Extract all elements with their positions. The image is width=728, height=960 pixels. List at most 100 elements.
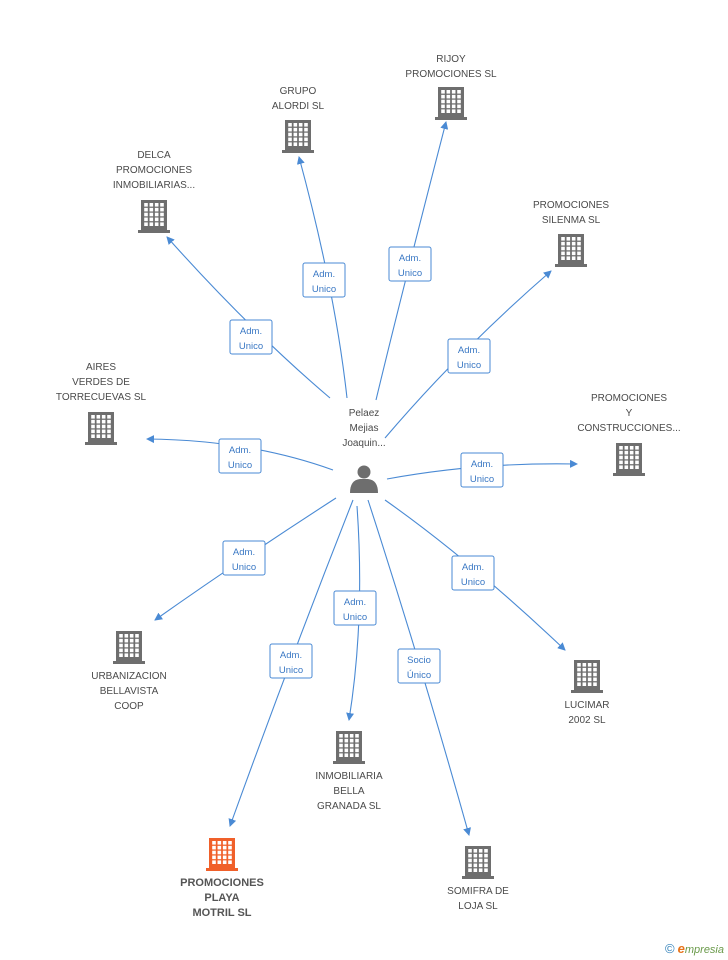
company-node-aires[interactable]: AIRES VERDES DE TORRECUEVAS SL — [56, 362, 147, 445]
relation-text: Adm. — [313, 269, 335, 280]
company-node-construcciones[interactable]: PROMOCIONES Y CONSTRUCCIONES... — [577, 393, 681, 476]
company-label-line: VERDES DE — [72, 377, 130, 388]
relation-label-lucimar[interactable]: Adm. Unico — [451, 555, 495, 591]
copyright-symbol: © — [665, 941, 675, 956]
company-label-line: PROMOCIONES — [591, 393, 667, 404]
company-node-somifra[interactable]: SOMIFRA DE LOJA SL — [447, 846, 509, 912]
company-label-line: INMOBILIARIA — [315, 771, 383, 782]
company-label-line: MOTRIL SL — [192, 907, 251, 919]
company-label-line: COOP — [114, 701, 144, 712]
building-icon[interactable] — [138, 200, 170, 233]
relation-label-playamotril[interactable]: Adm.Unico — [269, 643, 313, 679]
edge-delca: Adm. Unico — [166, 236, 331, 399]
company-label-line: DELCA — [137, 150, 171, 161]
edge-urbanizacion: Adm. Unico — [154, 497, 337, 621]
company-label-line: GRANADA SL — [317, 801, 381, 812]
company-label-line: INMOBILIARIAS... — [113, 180, 195, 191]
relation-label-aires[interactable]: Adm. Unico — [218, 438, 262, 474]
person-label-line: Mejias — [350, 423, 379, 434]
company-label-line: PROMOCIONES — [180, 877, 264, 889]
brand-logo: empresia — [678, 941, 724, 956]
building-icon[interactable] — [282, 120, 314, 153]
edge-alordi: Adm. Unico — [296, 156, 348, 399]
building-icon[interactable] — [85, 412, 117, 445]
relation-text: Unico — [279, 665, 303, 676]
relation-text: Unico — [312, 284, 336, 295]
company-label-line: 2002 SL — [568, 715, 606, 726]
edge-rijoy: Adm. Unico — [375, 121, 449, 401]
relation-label-rijoy[interactable]: Adm. Unico — [388, 246, 432, 282]
relation-text: Unico — [343, 612, 367, 623]
building-icon[interactable] — [333, 731, 365, 764]
person-icon[interactable] — [350, 465, 378, 494]
company-label-line: AIRES — [86, 362, 116, 373]
relation-label-alordi[interactable]: Adm. Unico — [302, 262, 346, 298]
company-label: PROMOCIONES Y CONSTRUCCIONES... — [577, 393, 680, 434]
edge-line — [166, 236, 331, 399]
footer-brand: © empresia — [665, 941, 724, 956]
relation-text: Adm. — [458, 345, 480, 356]
company-label-line: LOJA SL — [458, 901, 498, 912]
company-label-line: SILENMA SL — [542, 215, 601, 226]
company-label-line: RIJOY — [436, 54, 466, 65]
edge-silenma: Adm. Unico — [384, 270, 552, 439]
company-label-line: ALORDI SL — [272, 101, 325, 112]
building-icon[interactable] — [613, 443, 645, 476]
relation-label-construcciones[interactable]: Adm.Unico — [460, 452, 504, 488]
relation-text: Unico — [398, 268, 422, 279]
company-label-line: URBANIZACION — [91, 671, 167, 682]
company-label: SOMIFRA DE LOJA SL — [447, 886, 509, 912]
building-icon[interactable] — [435, 87, 467, 120]
relation-text: Adm. — [233, 547, 255, 558]
relation-text: Adm. — [399, 253, 421, 264]
relation-label-delca[interactable]: Adm. Unico — [229, 319, 273, 355]
relation-text: Adm. — [229, 445, 251, 456]
relation-text: Unico — [457, 360, 481, 371]
relation-text: Socio — [407, 655, 431, 666]
brand-initial: e — [677, 941, 685, 956]
company-label-line: TORRECUEVAS SL — [56, 392, 147, 403]
relation-text: Unico — [228, 460, 252, 471]
building-icon[interactable] — [462, 846, 494, 879]
building-icon[interactable] — [113, 631, 145, 664]
company-node-urbanizacion[interactable]: URBANIZACION BELLAVISTA COOP — [91, 631, 167, 712]
company-label-line: SOMIFRA DE — [447, 886, 509, 897]
building-icon[interactable] — [555, 234, 587, 267]
company-node-rijoy[interactable]: RIJOY PROMOCIONES SL — [405, 54, 497, 120]
relation-label-urbanizacion[interactable]: Adm. Unico — [222, 540, 266, 576]
building-icon[interactable] — [206, 838, 238, 871]
relation-text: Único — [407, 670, 431, 681]
building-icon[interactable] — [571, 660, 603, 693]
relation-text: Unico — [232, 562, 256, 573]
relation-label-bellagranada[interactable]: Adm.Unico — [333, 590, 377, 626]
brand-name: mpresia — [684, 944, 724, 956]
relation-label-silenma[interactable]: Adm. Unico — [447, 338, 491, 374]
company-node-delca[interactable]: DELCA PROMOCIONES INMOBILIARIAS... — [113, 150, 195, 233]
company-label-line: CONSTRUCCIONES... — [577, 423, 680, 434]
company-label-line: PROMOCIONES SL — [405, 69, 497, 80]
company-label-line: BELLAVISTA — [100, 686, 159, 697]
company-label-line: PROMOCIONES — [116, 165, 192, 176]
company-label-line: Y — [626, 408, 633, 419]
relation-text: Unico — [461, 577, 485, 588]
relation-text: Adm. — [462, 562, 484, 573]
edge-bellagranada: Adm.Unico — [333, 505, 377, 721]
relation-text: Adm. — [240, 326, 262, 337]
company-label: AIRES VERDES DE TORRECUEVAS SL — [56, 362, 147, 403]
relation-text: Unico — [239, 341, 263, 352]
edge-construcciones: Adm.Unico — [386, 452, 578, 488]
